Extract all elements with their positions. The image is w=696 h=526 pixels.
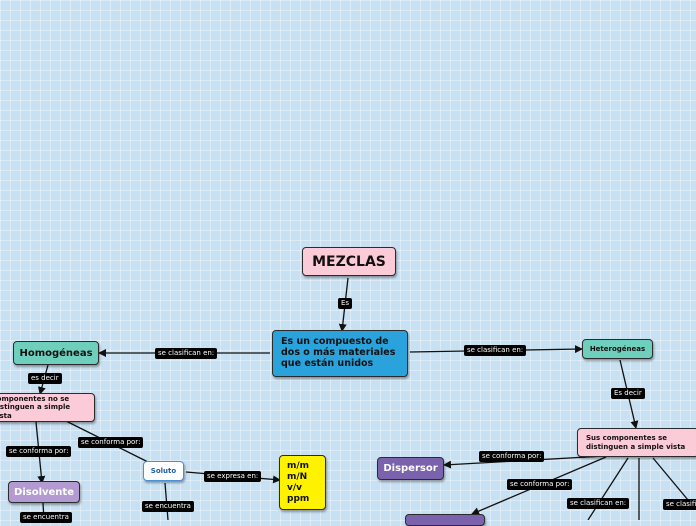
homogeneas-node-label: Homogéneas bbox=[19, 347, 93, 359]
link-label-se-conforma-dispersor: se conforma por: bbox=[479, 451, 545, 462]
unit-m-m: m/m bbox=[287, 460, 310, 471]
dispersor-node-label: Dispersor bbox=[383, 463, 438, 474]
link-label-se-clasifi-edge: se clasifi bbox=[663, 499, 696, 510]
link-label-se-encuentra-disolvente: se encuentra bbox=[20, 512, 72, 523]
soluto-node-label: Soluto bbox=[150, 467, 177, 475]
definition-node-label: Es un compuesto de dos o más materiales … bbox=[281, 336, 396, 369]
link-label-se-clasifican-left: se clasifican en: bbox=[155, 348, 218, 359]
units-list: m/m m/N v/v ppm bbox=[287, 461, 309, 505]
link-label-es-decir-left: es decir bbox=[28, 373, 62, 384]
heterogeneas-node[interactable]: Heterogéneas bbox=[582, 339, 653, 359]
units-node[interactable]: m/m m/N v/v ppm bbox=[279, 455, 326, 510]
definition-node[interactable]: Es un compuesto de dos o más materiales … bbox=[272, 330, 408, 377]
dispersor-node[interactable]: Dispersor bbox=[377, 457, 444, 480]
link-label-se-conforma-disolvente: se conforma por: bbox=[6, 446, 72, 457]
unit-ppm: ppm bbox=[287, 493, 310, 504]
link-label-se-conforma-bottom: se conforma por: bbox=[507, 479, 573, 490]
disolvente-node[interactable]: Disolvente bbox=[8, 481, 80, 503]
soluto-node[interactable]: Soluto bbox=[143, 461, 184, 481]
link-label-es-decir-right: Es decir bbox=[611, 388, 645, 399]
link-label-se-encuentra-soluto: se encuentra bbox=[142, 501, 194, 512]
link-label-se-expresa: se expresa en: bbox=[204, 471, 262, 482]
homogeneas-description-node[interactable]: componentes no se distinguen a simple vi… bbox=[0, 393, 95, 422]
homogeneas-description-label: componentes no se distinguen a simple vi… bbox=[0, 395, 71, 420]
heterogeneas-description-label: Sus componentes se distinguen a simple v… bbox=[586, 434, 686, 451]
unit-m-n: m/N bbox=[287, 471, 308, 482]
heterogeneas-node-label: Heterogéneas bbox=[589, 345, 646, 353]
partial-bottom-node[interactable] bbox=[405, 514, 485, 526]
unit-v-v: v/v bbox=[287, 482, 303, 493]
link-label-se-clasifican-bottom: se clasifican en: bbox=[567, 498, 630, 509]
disolvente-node-label: Disolvente bbox=[14, 486, 74, 498]
link-label-se-clasifican-right: se clasifican en: bbox=[464, 345, 527, 356]
homogeneas-node[interactable]: Homogéneas bbox=[13, 341, 99, 365]
heterogeneas-description-node[interactable]: Sus componentes se distinguen a simple v… bbox=[577, 428, 696, 457]
link-label-se-conforma-soluto: se conforma por: bbox=[78, 437, 144, 448]
root-node-mezclas[interactable]: MEZCLAS bbox=[302, 247, 396, 276]
link-label-es: Es bbox=[338, 298, 353, 309]
root-node-label: MEZCLAS bbox=[312, 253, 386, 270]
